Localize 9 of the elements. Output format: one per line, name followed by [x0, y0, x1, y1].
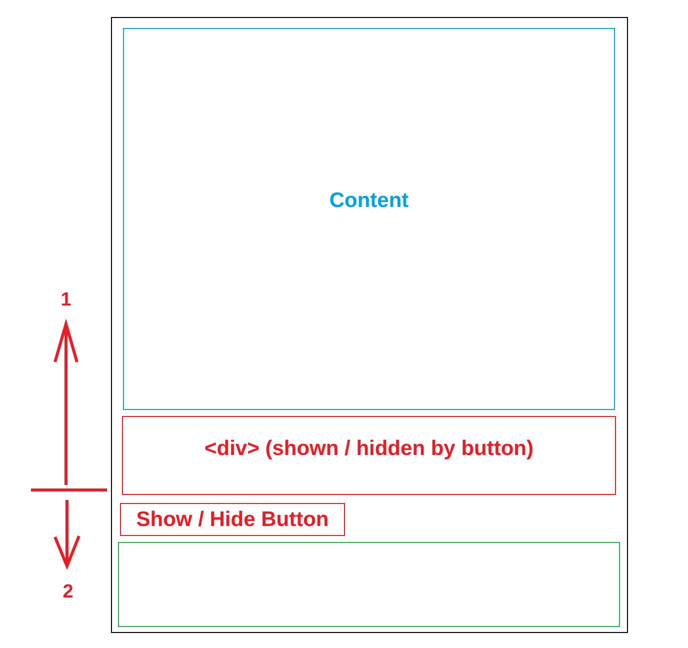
region-label: Content: [329, 189, 409, 213]
callout-number: 2: [62, 582, 74, 602]
callout-number: 1: [60, 290, 72, 310]
region-label: <div> (shown / hidden by button): [204, 437, 534, 461]
content-region: [123, 28, 615, 410]
page-frame: [111, 17, 628, 633]
collapsible-div-region: [122, 416, 616, 495]
empty-region: [118, 542, 620, 627]
toggle-button: Show / Hide Button: [120, 503, 345, 536]
